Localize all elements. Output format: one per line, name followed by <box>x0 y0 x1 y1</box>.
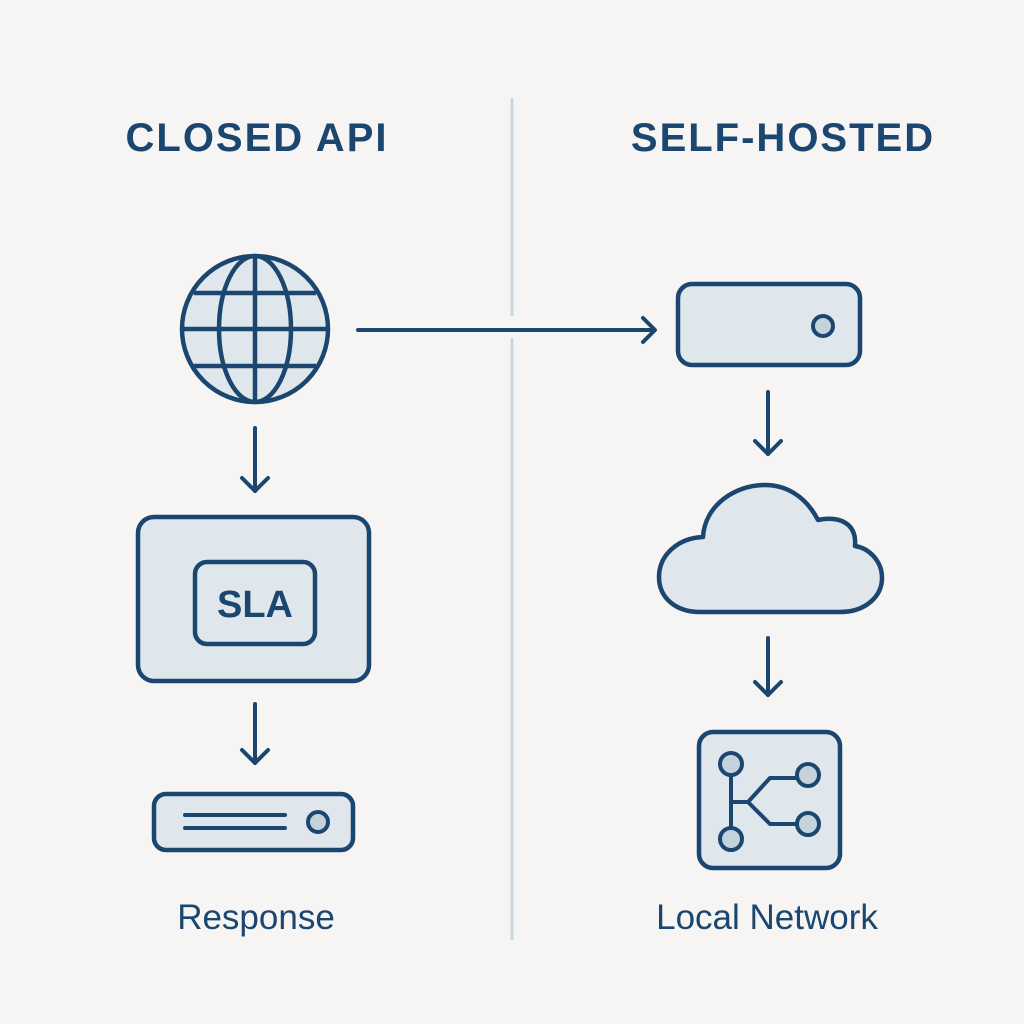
network-tree-icon <box>696 729 843 871</box>
arrow-down-icon <box>753 636 783 697</box>
arrow-globe-to-server <box>356 316 657 344</box>
cloud-icon <box>656 482 885 615</box>
response-label: Response <box>177 898 335 937</box>
globe-icon <box>179 253 331 405</box>
arrow-down-icon <box>240 426 270 493</box>
self-hosted-heading: SELF-HOSTED <box>630 116 936 160</box>
local-network-label: Local Network <box>656 898 878 937</box>
sla-panel-icon: SLA <box>135 514 372 684</box>
arrow-down-icon <box>240 702 270 765</box>
closed-api-heading: CLOSED API <box>125 116 389 160</box>
response-server-icon <box>151 791 356 853</box>
sla-text: SLA <box>217 584 293 626</box>
arrow-down-icon <box>753 390 783 456</box>
server-icon <box>675 281 863 368</box>
